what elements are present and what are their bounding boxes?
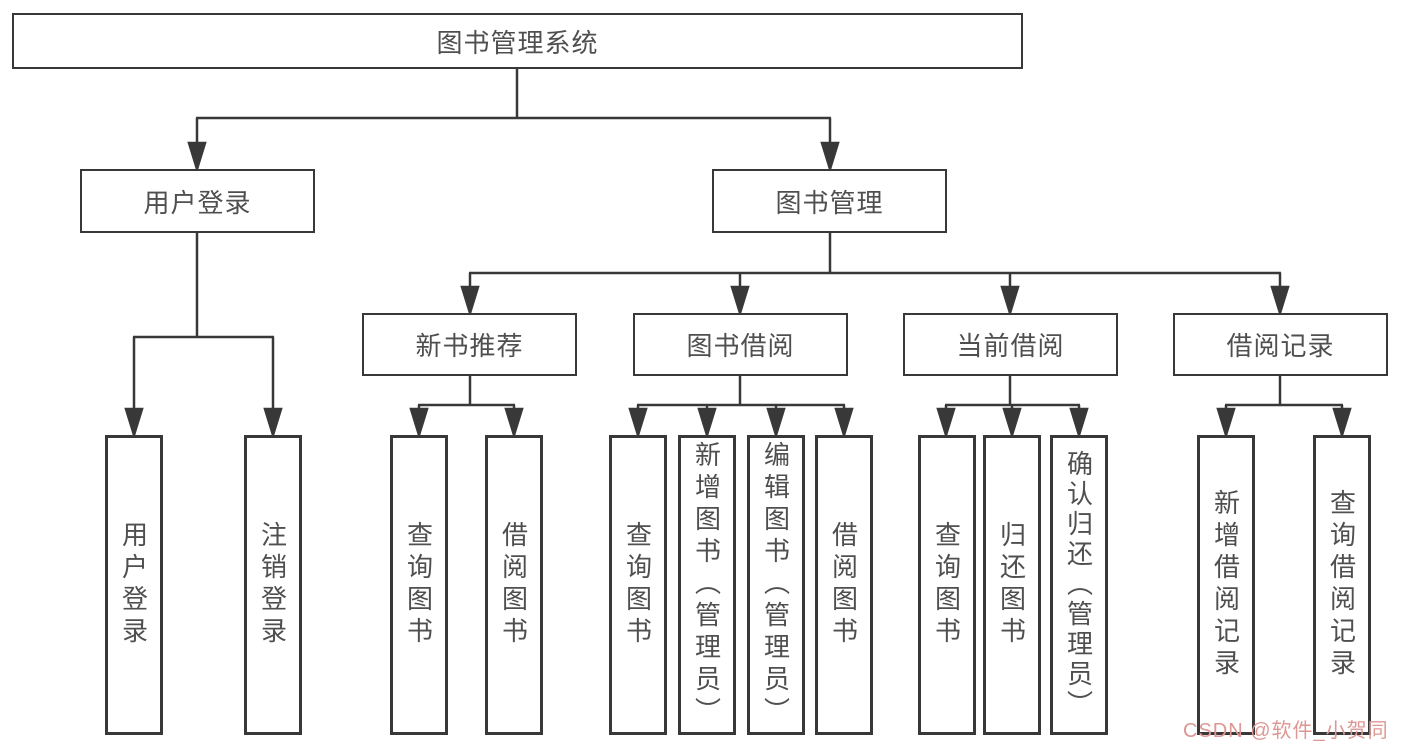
- leaf-current-return-books: 归还图书: [983, 435, 1041, 735]
- csdn-watermark: CSDN @软件_小贺同学: [1183, 720, 1389, 742]
- leaf-borrow-add-books-admin: 新增图书（管理员）: [678, 435, 736, 735]
- leaf-borrow-query-books: 查询图书: [609, 435, 667, 735]
- node-user-login-branch: 用户登录: [80, 169, 315, 233]
- node-current-borrow: 当前借阅: [903, 313, 1118, 376]
- leaf-borrow-query-books-label: 查询图书: [622, 521, 653, 649]
- node-current-borrow-label: 当前借阅: [956, 331, 1065, 361]
- leaf-recommend-borrow-books-label: 借阅图书: [498, 521, 529, 649]
- node-library-system-label: 图书管理系统: [436, 27, 599, 58]
- leaf-user-login-label: 用户登录: [118, 521, 149, 649]
- leaf-borrow-borrow-books: 借阅图书: [815, 435, 873, 735]
- leaf-current-confirm-return-admin-label: 确认归还（管理员）: [1063, 450, 1094, 720]
- leaf-logout-label: 注销登录: [257, 521, 288, 649]
- leaf-borrow-borrow-books-label: 借阅图书: [828, 521, 859, 649]
- node-borrow-records-label: 借阅记录: [1226, 331, 1335, 361]
- leaf-borrow-edit-books-admin: 编辑图书（管理员）: [747, 435, 805, 735]
- leaf-borrow-add-books-admin-label: 新增图书（管理员）: [691, 441, 722, 729]
- leaf-current-query-books-label: 查询图书: [931, 521, 962, 649]
- leaf-recommend-query-books: 查询图书: [390, 435, 448, 735]
- node-book-borrow: 图书借阅: [633, 313, 848, 376]
- node-user-login-branch-label: 用户登录: [143, 187, 252, 218]
- leaf-current-confirm-return-admin: 确认归还（管理员）: [1050, 435, 1108, 735]
- node-book-borrow-label: 图书借阅: [686, 331, 795, 361]
- leaf-records-add-record: 新增借阅记录: [1197, 435, 1255, 735]
- leaf-records-query-record-label: 查询借阅记录: [1326, 489, 1357, 681]
- node-new-book-recommend: 新书推荐: [362, 313, 577, 376]
- leaf-logout: 注销登录: [244, 435, 302, 735]
- leaf-current-return-books-label: 归还图书: [996, 521, 1027, 649]
- leaf-user-login: 用户登录: [105, 435, 163, 735]
- node-borrow-records: 借阅记录: [1173, 313, 1388, 376]
- leaf-records-add-record-label: 新增借阅记录: [1210, 489, 1241, 681]
- leaf-records-query-record: 查询借阅记录: [1313, 435, 1371, 735]
- node-book-management-branch-label: 图书管理: [775, 187, 884, 218]
- node-book-management-branch: 图书管理: [712, 169, 947, 233]
- node-library-system: 图书管理系统: [12, 13, 1023, 69]
- leaf-borrow-edit-books-admin-label: 编辑图书（管理员）: [760, 441, 791, 729]
- leaf-recommend-borrow-books: 借阅图书: [485, 435, 543, 735]
- leaf-recommend-query-books-label: 查询图书: [403, 521, 434, 649]
- leaf-current-query-books: 查询图书: [918, 435, 976, 735]
- node-new-book-recommend-label: 新书推荐: [415, 331, 524, 361]
